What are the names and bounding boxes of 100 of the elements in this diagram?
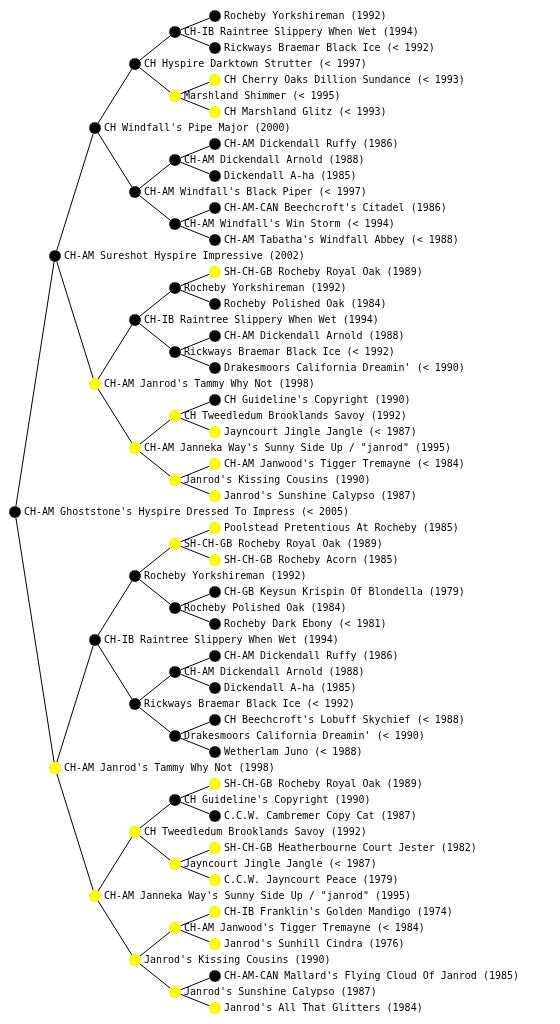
tree-line [139,707,171,733]
dog-name-label: CH-AM Sureshot Hyspire Impressive (2002) [64,251,305,261]
dog-name-label: SH-CH-GB Rocheby Royal Oak (1989) [184,539,383,549]
tree-line [180,721,210,735]
dog-name-label: CH-AM-CAN Mallard's Flying Cloud Of Janrod (1985) [224,971,519,981]
dog-name-label: Drakesmoors California Dreamin' (< 1990) [224,363,465,373]
tree-line [15,517,55,763]
pedigree-dot [129,570,141,582]
dog-name-label: CH Tweedledum Brooklands Savoy (1992) [144,827,367,837]
dog-name-label: CH Tweedledum Brooklands Savoy (1992) [184,411,407,421]
pedigree-dot [9,506,21,518]
pedigree-dot [209,810,221,822]
dog-name-label: Rocheby Dark Ebony (< 1981) [224,619,387,629]
tree-line [180,225,210,239]
dog-name-label: CH-AM Dickendall Arnold (1988) [184,155,365,165]
tree-line [180,337,210,351]
dog-name-label: CH-IB Franklin's Golden Mandigo (1974) [224,907,453,917]
pedigree-dot [129,442,141,454]
pedigree-dot [209,970,221,982]
dog-name-label: CH-IB Raintree Slippery When Wet (1994) [104,635,339,645]
pedigree-dot [89,378,101,390]
tree-line [139,323,171,349]
pedigree-dot [169,794,181,806]
tree-line [56,645,94,763]
pedigree-dot [169,26,181,38]
dog-name-label: Dickendall A-ha (1985) [224,683,357,693]
pedigree-dot [89,890,101,902]
tree-line [97,132,133,188]
tree-line [139,451,171,477]
pedigree-dot [169,474,181,486]
tree-line [97,836,133,892]
dog-name-label: CH-AM Janwood's Tigger Tremayne (< 1984) [184,923,425,933]
tree-line [180,545,210,559]
pedigree-dot [209,714,221,726]
pedigree-dot [169,90,181,102]
dog-name-label: SH-CH-GB Rocheby Royal Oak (1989) [224,779,423,789]
dog-name-label: CH-IB Raintree Slippery When Wet (1994) [184,27,419,37]
tree-line [180,785,210,799]
dog-name-label: CH Cherry Oaks Dillion Sundance (< 1993) [224,75,465,85]
tree-line [97,580,133,636]
dog-name-label: Rocheby Polished Oak (1984) [184,603,347,613]
pedigree-dot [209,554,221,566]
tree-line [180,417,210,431]
pedigree-dot [209,202,221,214]
dog-name-label: CH-AM Dickendall Ruffy (1986) [224,651,399,661]
pedigree-dot [129,698,141,710]
pedigree-dot [209,618,221,630]
tree-line [180,353,210,367]
dog-name-label: Janrod's Kissing Cousins (1990) [144,955,331,965]
tree-line [97,324,133,380]
dog-name-label: Jayncourt Jingle Jangle (< 1987) [184,859,377,869]
tree-line [180,673,210,687]
dog-name-label: CH-AM Tabatha's Windfall Abbey (< 1988) [224,235,459,245]
tree-line [139,803,171,829]
dog-name-label: Jayncourt Jingle Jangle (< 1987) [224,427,417,437]
dog-name-label: CH Guideline's Copyright (1990) [224,395,411,405]
dog-name-label: Rocheby Yorkshireman (1992) [224,11,387,21]
pedigree-dot [169,538,181,550]
dog-name-label: CH-AM Windfall's Win Storm (< 1994) [184,219,395,229]
tree-line [139,67,171,93]
dog-name-label: Janrod's Kissing Cousins (1990) [184,475,371,485]
dog-name-label: Marshland Shimmer (< 1995) [184,91,341,101]
dog-name-label: Janrod's Sunshine Calypso (1987) [224,491,417,501]
tree-line [56,133,94,251]
tree-line [180,865,210,879]
dog-name-label: CH-AM Dickendall Ruffy (1986) [224,139,399,149]
tree-line [180,801,210,815]
tree-line [139,963,171,989]
dog-name-label: CH-AM Janrod's Tammy Why Not (1998) [64,763,275,773]
tree-line [97,644,133,700]
tree-line [180,17,210,31]
tree-line [180,209,210,223]
pedigree-dot [49,250,61,262]
dog-name-label: CH-IB Raintree Slippery When Wet (1994) [144,315,379,325]
pedigree-dot [89,122,101,134]
pedigree-dot [169,282,181,294]
dog-name-label: CH-AM Janneka Way's Sunny Side Up / "janrod" (1995) [144,443,452,453]
dog-name-label: CH Hyspire Darktown Strutter (< 1997) [144,59,367,69]
tree-line [180,289,210,303]
pedigree-dot [169,602,181,614]
dog-name-label: SH-CH-GB Rocheby Royal Oak (1989) [224,267,423,277]
tree-line [180,481,210,495]
pedigree-dot [129,58,141,70]
tree-line [180,81,210,95]
pedigree-dot [169,410,181,422]
tree-line [139,419,171,445]
tree-line [139,579,171,605]
dog-name-label: CH-AM Janrod's Tammy Why Not (1998) [104,379,315,389]
pedigree-dot [209,106,221,118]
tree-line [139,547,171,573]
dog-name-label: Dickendall A-ha (1985) [224,171,357,181]
tree-line [180,465,210,479]
tree-line [180,977,210,991]
pedigree-dot [209,874,221,886]
pedigree-dot [209,330,221,342]
pedigree-dot [209,746,221,758]
dog-name-label: CH-AM Dickendall Arnold (1988) [184,667,365,677]
dog-name-label: SH-CH-GB Rocheby Acorn (1985) [224,555,399,565]
tree-line [139,675,171,701]
tree-line [139,163,171,189]
